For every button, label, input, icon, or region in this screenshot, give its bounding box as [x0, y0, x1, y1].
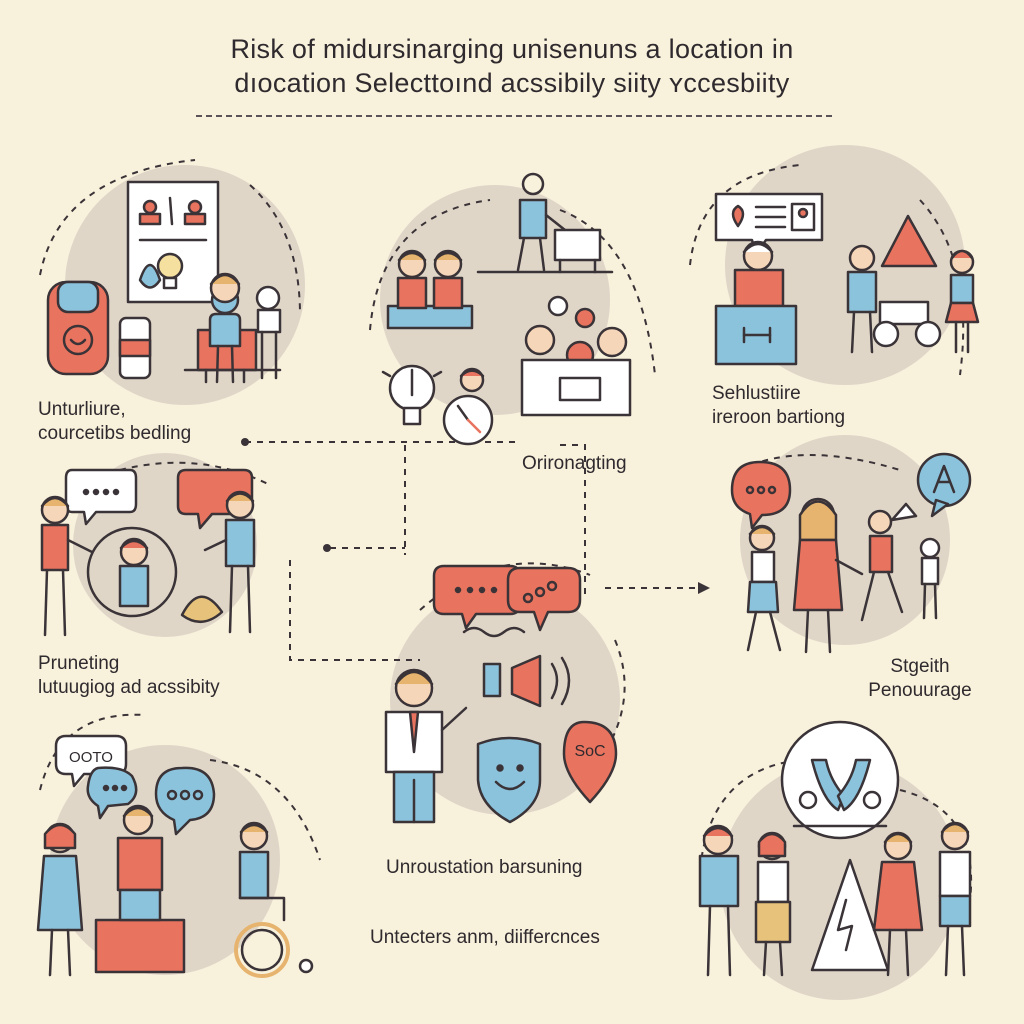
- person-left: [40, 495, 94, 637]
- label-center-2: Untecters anm, diiffercnces: [370, 927, 600, 948]
- location-pin-icon: [562, 720, 618, 804]
- label-top-center: Orironagting: [522, 452, 627, 476]
- worker-with-cart: [516, 172, 602, 274]
- portrait-circle: [780, 720, 900, 840]
- speech-bubble-icon: [506, 566, 582, 632]
- label-top-right: Sehlustiire ireroon bartiong: [712, 382, 845, 430]
- woman-in-dress: [792, 497, 864, 654]
- megaphone-icon: [482, 654, 571, 708]
- clock-icon: [442, 367, 494, 446]
- woman-left: [754, 831, 792, 977]
- speech-bubble-icon: [432, 564, 522, 630]
- bottle-icon: [118, 316, 152, 380]
- podium-icon: [714, 240, 798, 366]
- speech-bubble-icon: [730, 460, 792, 530]
- person-right: [180, 490, 256, 634]
- shield-icon: [476, 736, 542, 824]
- connector-dots: [241, 438, 710, 594]
- warning-triangle-icon: [880, 214, 938, 268]
- label-top-right-line-2: ireroon bartiong: [712, 407, 846, 428]
- man-in-tie: [384, 668, 468, 824]
- backpack-icon: [46, 280, 110, 376]
- seated-man: [94, 804, 186, 974]
- speech-bubble-icon: [154, 766, 216, 836]
- woman-figure: [944, 249, 980, 354]
- label-top-left: Unturliure, courcetibs bedling: [38, 398, 191, 446]
- scene-top-right: [714, 192, 980, 366]
- scene-bottom-right: [698, 720, 972, 977]
- man-left: [698, 824, 740, 977]
- lightbulb-icon: [381, 364, 443, 426]
- speech-bubble-icon: [714, 192, 824, 256]
- woman-figure: [36, 822, 84, 977]
- dashed-connectors: [39, 159, 973, 901]
- label-center-1: Unroustation barsuning: [386, 857, 583, 878]
- title-line-1: Risk of midursinarging unisenuns a locat…: [230, 34, 794, 64]
- lightbulb-icon: [156, 252, 184, 290]
- seated-pair: [386, 249, 474, 330]
- label-mid-right: Stgeith Penouurage: [840, 655, 1000, 703]
- scene-top-center: [381, 172, 632, 446]
- title-divider: [196, 115, 832, 117]
- man-right: [938, 821, 972, 977]
- person-with-cart: [846, 244, 942, 354]
- label-top-right-line-1: Sehlustiire: [712, 383, 801, 404]
- girl-figure: [746, 524, 782, 652]
- child-figure: [919, 537, 941, 620]
- leaf-icon: [138, 263, 162, 289]
- label-mid-left-line-2: lutuugiog ad acssibity: [38, 677, 220, 698]
- child-figure: [255, 285, 282, 380]
- person-at-desk: [183, 272, 282, 384]
- scene-center: [384, 564, 618, 824]
- scene-top-left: [46, 180, 282, 384]
- label-top-center-line-1: Orironagting: [522, 453, 627, 474]
- bubble-text-soc: SoC: [574, 743, 605, 760]
- label-mid-left: Pruneting lutuugiog ad acssibity: [38, 652, 220, 700]
- running-boy: [860, 502, 918, 622]
- label-mid-right-line-2: Penouurage: [868, 680, 972, 701]
- label-mid-left-line-1: Pruneting: [38, 653, 120, 674]
- scene-bottom-left: [36, 734, 314, 978]
- woman-in-dress: [872, 831, 924, 977]
- portrait-circle: [86, 526, 178, 618]
- label-top-left-line-2: courcetibs bedling: [38, 423, 192, 444]
- label-top-left-line-1: Unturliure,: [38, 399, 126, 420]
- speech-bubble-icon: [64, 468, 138, 526]
- scene-mid-left: [40, 468, 256, 637]
- wheelchair-icon: [234, 821, 314, 978]
- title-line-2: dıocation Selecttoınd acssibily siity ʏc…: [234, 68, 790, 98]
- bubble-text-oto: OOTO: [69, 749, 113, 766]
- group-of-three: [520, 295, 632, 417]
- label-mid-right-line-1: Stgeith: [890, 656, 950, 677]
- warning-triangle-icon: [810, 858, 890, 972]
- speech-bubble-icon: [916, 452, 972, 518]
- scene-mid-right: [730, 452, 972, 654]
- speech-bubble-icon: [86, 766, 138, 820]
